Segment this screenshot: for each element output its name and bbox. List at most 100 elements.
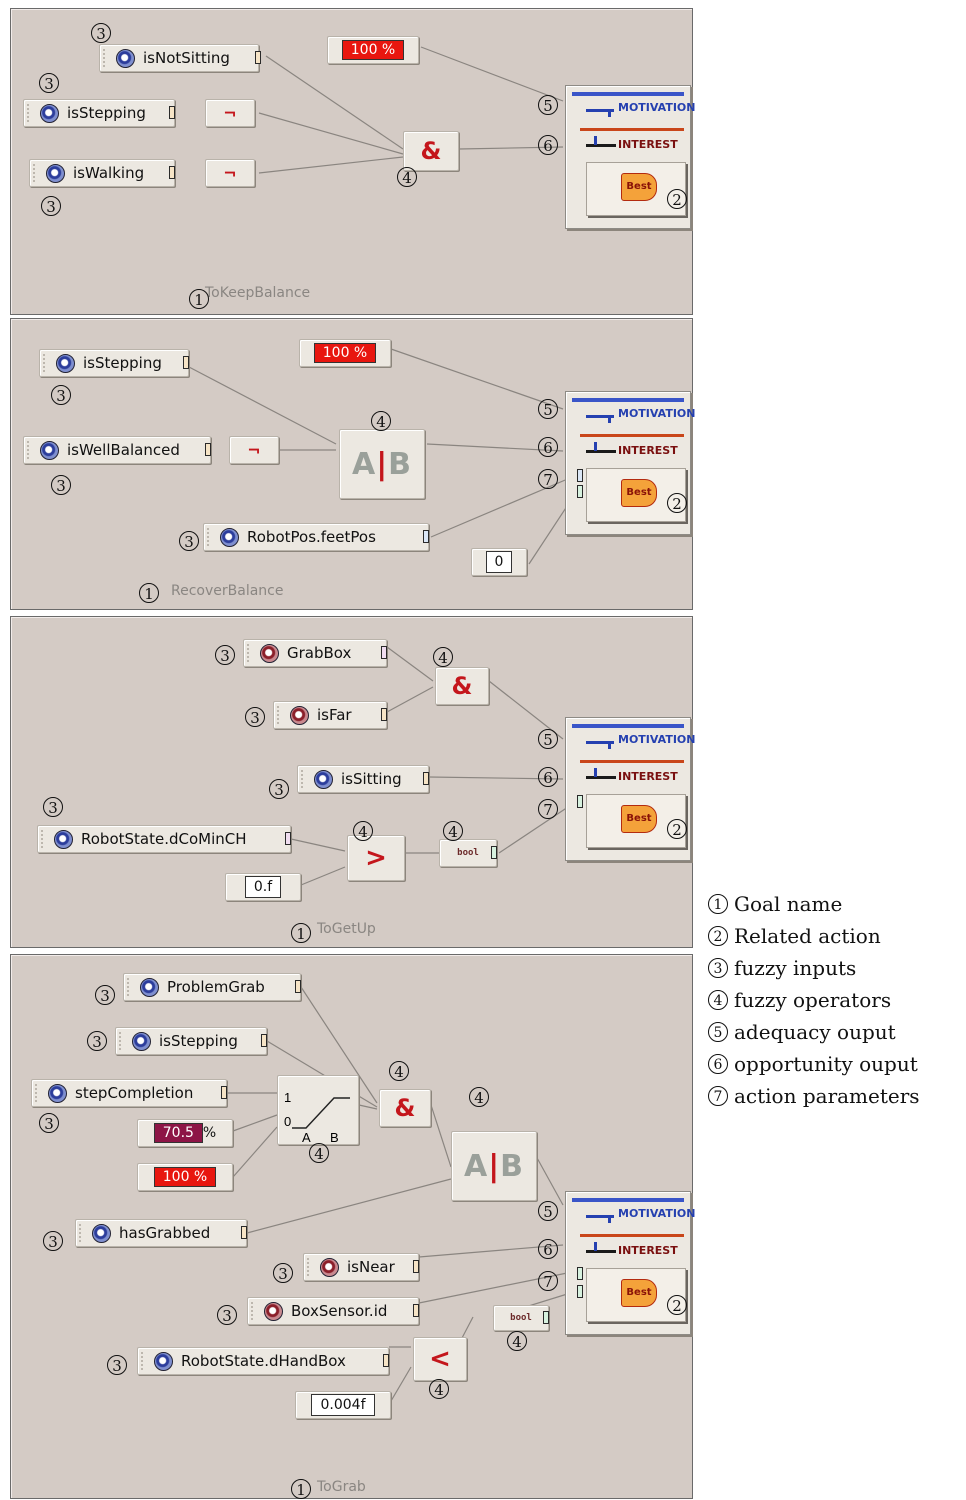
grip: [119, 1032, 126, 1050]
constant-zero[interactable]: 0: [471, 548, 527, 576]
constant-value: 0.004f: [311, 1394, 375, 1416]
param-port[interactable]: [577, 485, 583, 498]
and-icon: &: [451, 672, 473, 700]
not-operator[interactable]: ¬: [205, 99, 255, 127]
marker-4: 4: [371, 411, 391, 431]
output-port[interactable]: [241, 1226, 247, 1239]
less-operator[interactable]: <: [413, 1337, 467, 1381]
input-isnotsitting[interactable]: isNotSitting: [99, 44, 259, 72]
sensor-eye-icon: [290, 705, 309, 725]
bool-operator[interactable]: bool: [493, 1305, 549, 1331]
ramp-icon: 1 0 A B: [284, 1090, 350, 1144]
input-issitting[interactable]: isSitting: [297, 765, 429, 793]
motivation-connector: [586, 741, 614, 744]
not-operator[interactable]: ¬: [205, 159, 255, 187]
action-button[interactable]: Best: [586, 794, 686, 848]
goal-target-box[interactable]: MOTIVATION INTEREST Best: [565, 1191, 695, 1335]
input-isstepping[interactable]: isStepping: [115, 1027, 267, 1055]
output-port[interactable]: [221, 1086, 227, 1099]
input-boxsensor-id[interactable]: BoxSensor.id: [247, 1297, 419, 1325]
marker-3: 3: [95, 985, 115, 1005]
and-operator[interactable]: &: [403, 131, 459, 171]
output-port[interactable]: [381, 646, 387, 659]
sensor-eye-icon: [320, 1257, 339, 1277]
param-port[interactable]: [577, 1267, 583, 1280]
output-port[interactable]: [183, 356, 189, 369]
percent-unit: %: [202, 1125, 217, 1141]
param-port[interactable]: [577, 795, 583, 808]
input-iswalking[interactable]: isWalking: [29, 159, 175, 187]
marker-5: 5: [538, 95, 558, 115]
greater-operator[interactable]: >: [347, 835, 405, 881]
ramp-operator[interactable]: 1 0 A B: [277, 1075, 359, 1145]
motivation-bar: [572, 398, 684, 402]
output-port[interactable]: [383, 1354, 389, 1367]
output-port[interactable]: [205, 443, 211, 456]
interest-label: INTEREST: [618, 1244, 678, 1257]
output-port[interactable]: [285, 832, 291, 845]
input-stepcompletion[interactable]: stepCompletion: [31, 1079, 227, 1107]
output-port[interactable]: [423, 530, 429, 543]
input-isstepping[interactable]: isStepping: [39, 349, 189, 377]
constant-0-004f[interactable]: 0.004f: [295, 1391, 391, 1419]
input-robotpos-feetpos[interactable]: RobotPos.feetPos: [203, 523, 429, 551]
output-port[interactable]: [423, 772, 429, 785]
param-port[interactable]: [577, 1285, 583, 1298]
output-port[interactable]: [413, 1260, 419, 1273]
percent-value: 100 %: [153, 1167, 217, 1187]
input-isnear[interactable]: isNear: [303, 1253, 419, 1281]
constant-70-5-percent[interactable]: 70.5%: [137, 1119, 233, 1147]
best-action-icon: Best: [621, 1279, 657, 1307]
panel-tograb: ProblemGrab isStepping stepCompletion 70…: [10, 954, 695, 1499]
input-label: isNear: [347, 1258, 395, 1276]
marker-7: 7: [538, 469, 558, 489]
output-port[interactable]: [381, 708, 387, 721]
input-robotstate-dhandbox[interactable]: RobotState.dHandBox: [137, 1347, 389, 1375]
and-operator[interactable]: &: [379, 1089, 431, 1127]
goal-target-box[interactable]: MOTIVATION INTEREST Best: [565, 391, 695, 535]
motivation-connector: [586, 109, 614, 112]
and-operator[interactable]: &: [435, 667, 489, 705]
ab-operator[interactable]: A|B: [451, 1131, 537, 1201]
sensor-eye-icon: [132, 1031, 151, 1051]
constant-0f[interactable]: 0.f: [225, 873, 301, 901]
output-port[interactable]: [295, 980, 301, 993]
output-port[interactable]: [413, 1304, 419, 1317]
marker-6: 6: [538, 135, 558, 155]
marker-4: 4: [353, 821, 373, 841]
not-operator[interactable]: ¬: [229, 436, 279, 464]
output-port[interactable]: [169, 166, 175, 179]
param-port[interactable]: [577, 469, 583, 482]
grip: [27, 441, 34, 459]
output-port[interactable]: [543, 1311, 549, 1324]
input-isstepping[interactable]: isStepping: [23, 99, 175, 127]
ab-operator[interactable]: A|B: [339, 429, 425, 499]
output-port[interactable]: [169, 106, 175, 119]
input-label: isNotSitting: [143, 49, 230, 67]
goal-target-box[interactable]: MOTIVATION INTEREST Best: [565, 85, 695, 229]
marker-6: 6: [538, 767, 558, 787]
action-button[interactable]: Best: [586, 162, 686, 216]
constant-100-percent[interactable]: 100 %: [137, 1163, 233, 1191]
input-problemgrab[interactable]: ProblemGrab: [123, 973, 301, 1001]
bool-operator[interactable]: bool: [439, 839, 497, 867]
action-button[interactable]: Best: [586, 1268, 686, 1322]
goal-target-box[interactable]: MOTIVATION INTEREST Best: [565, 717, 695, 861]
input-isfar[interactable]: isFar: [273, 701, 387, 729]
panel-tokeepbalance: isNotSitting isStepping ¬ isWalking ¬ 10…: [10, 8, 695, 315]
sensor-eye-icon: [92, 1223, 111, 1243]
constant-100-percent[interactable]: 100 %: [299, 339, 391, 367]
sensor-eye-icon: [260, 643, 279, 663]
marker-3: 3: [215, 645, 235, 665]
motivation-bar: [572, 724, 684, 728]
input-grabbox[interactable]: GrabBox: [243, 639, 387, 667]
marker-7: 7: [538, 1271, 558, 1291]
input-hasgrabbed[interactable]: hasGrabbed: [75, 1219, 247, 1247]
marker-5: 5: [538, 1201, 558, 1221]
input-iswellbalanced[interactable]: isWellBalanced: [23, 436, 211, 464]
input-robotstate-dcominch[interactable]: RobotState.dCoMinCH: [37, 825, 291, 853]
output-port[interactable]: [491, 846, 497, 859]
output-port[interactable]: [261, 1034, 267, 1047]
output-port[interactable]: [255, 51, 261, 64]
constant-100-percent[interactable]: 100 %: [327, 36, 419, 64]
